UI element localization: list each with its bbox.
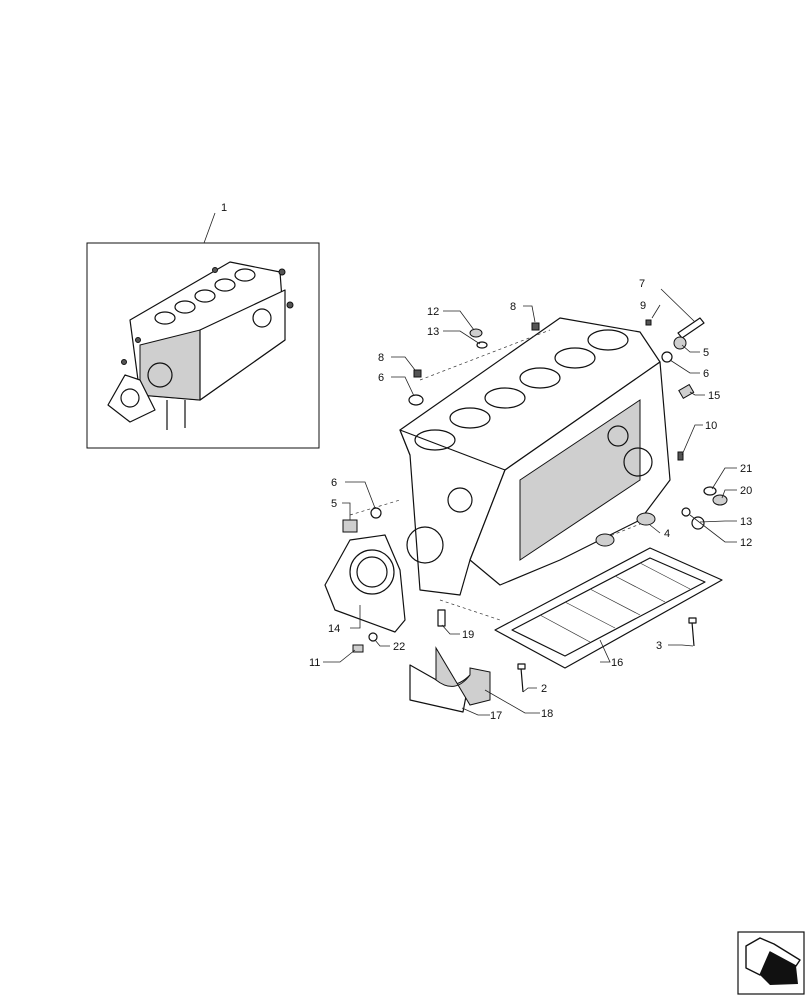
- assembly-inset: [86, 212, 320, 449]
- callout-12-right: 12: [740, 537, 752, 549]
- callout-19: 19: [462, 629, 474, 641]
- callout-8-left: 8: [378, 352, 384, 364]
- callout-17: 17: [490, 710, 502, 722]
- callout-1: 1: [221, 202, 227, 214]
- callout-9: 9: [640, 300, 646, 312]
- callout-12-top: 12: [427, 306, 439, 318]
- callout-21: 21: [740, 463, 752, 475]
- callout-14: 14: [328, 623, 340, 635]
- callout-5-left: 5: [331, 498, 337, 510]
- cylinder-block: [349, 317, 671, 621]
- mini-engine-block: [107, 261, 294, 430]
- callout-6-left: 6: [331, 477, 337, 489]
- callout-18: 18: [541, 708, 553, 720]
- callout-8-top: 8: [510, 301, 516, 313]
- rear-seal-carrier: [324, 534, 406, 633]
- oil-pan-gasket: [494, 547, 723, 669]
- small-parts: [342, 317, 728, 693]
- callout-labels: 1 2 3 4 5 5 6 6 6 7 8 8 9 10 11 12 12 13…: [221, 202, 752, 722]
- callout-6-right: 6: [703, 368, 709, 380]
- next-page-arrow-icon[interactable]: [737, 931, 805, 995]
- callout-11: 11: [309, 657, 320, 669]
- callout-2: 2: [541, 683, 547, 695]
- callout-4: 4: [664, 528, 670, 540]
- callout-13-right: 13: [740, 516, 752, 528]
- callout-3: 3: [656, 640, 662, 652]
- callout-6-top-left: 6: [378, 372, 384, 384]
- callout-10: 10: [705, 420, 717, 432]
- callout-15: 15: [708, 390, 720, 402]
- callout-22: 22: [393, 641, 405, 653]
- callout-7: 7: [639, 278, 645, 290]
- callout-5-right: 5: [703, 347, 709, 359]
- callout-16: 16: [611, 657, 623, 669]
- callout-13-top: 13: [427, 326, 439, 338]
- leader-lines: [323, 288, 737, 716]
- callout-20: 20: [740, 485, 752, 497]
- bearing-shells: [409, 646, 491, 713]
